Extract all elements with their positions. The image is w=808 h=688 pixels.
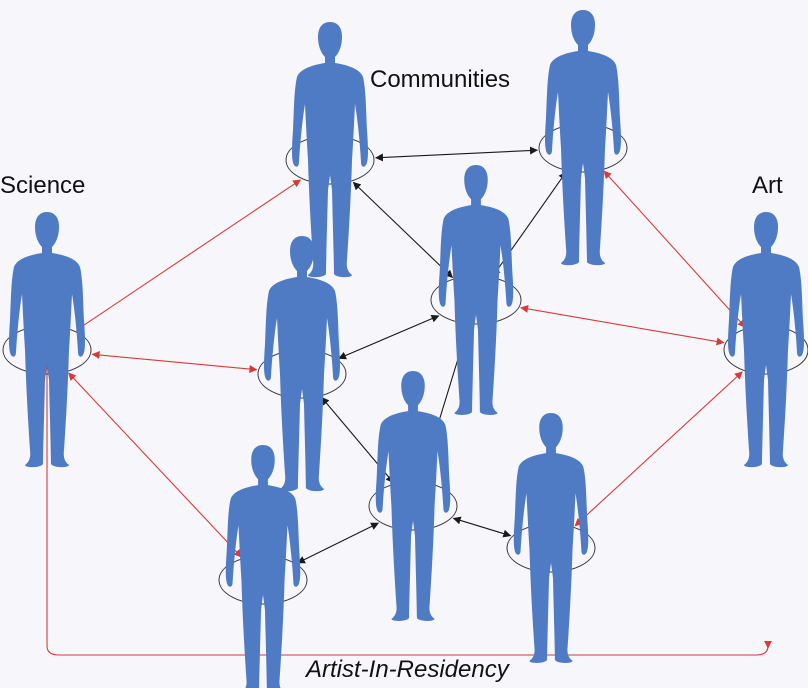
node-community-middle-left: [257, 236, 347, 492]
node-art: [723, 212, 808, 468]
node-community-center-bottom: [368, 370, 458, 621]
node-community-top-right: [538, 10, 628, 266]
artist-in-residency-label: Artist-In-Residency: [306, 656, 509, 683]
node-community-bottom-left: [218, 444, 308, 688]
community-link-community-top-left-community-center: [352, 181, 454, 279]
person-icon: [513, 412, 589, 663]
community-link-community-center-bottom-community-bottom-left: [296, 522, 380, 564]
person-icon: [545, 10, 621, 266]
community-link-community-center-bottom-community-bottom-right: [452, 516, 512, 538]
node-community-top-left: [285, 22, 375, 278]
node-community-bottom-right: [506, 412, 596, 663]
science-label: Science: [0, 172, 86, 199]
person-icon: [375, 370, 451, 621]
artist-in-residency-loop: [43, 361, 772, 656]
node-community-center: [430, 164, 522, 415]
community-link-community-center-community-middle-left: [338, 314, 440, 360]
residency-link-science-community-middle-left: [91, 350, 258, 374]
community-link-community-top-left-community-top-right: [375, 146, 538, 162]
residency-link-art-community-center: [520, 304, 725, 346]
communities-label: Communities: [370, 66, 511, 93]
node-science: [2, 212, 92, 468]
person-icon: [264, 236, 340, 492]
person-icon: [438, 164, 514, 415]
residency-link-art-community-top-right: [603, 170, 746, 328]
residency-link-science-community-top-left: [75, 179, 302, 331]
art-label: Art: [752, 172, 783, 199]
people-nodes: [2, 10, 808, 688]
residency-link-science-community-bottom-left: [68, 372, 242, 558]
residency-link-art-community-bottom-right: [574, 371, 743, 527]
person-icon: [728, 212, 804, 468]
